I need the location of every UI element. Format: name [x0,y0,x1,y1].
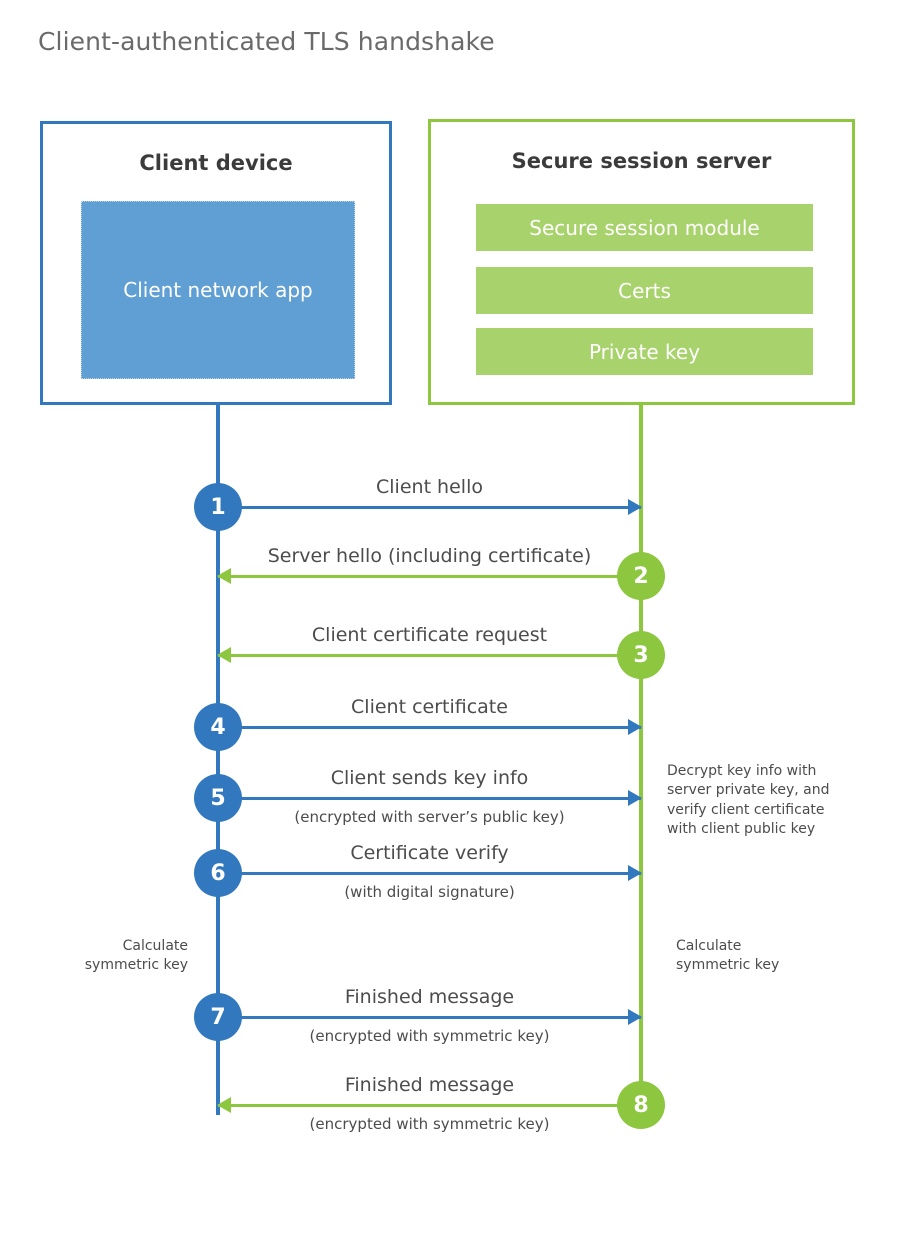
message-sublabel-7: (encrypted with symmetric key) [309,1027,550,1045]
secure-session-server-box: Secure session server Secure session mod… [428,119,855,405]
step-circle-8[interactable]: 8 [617,1081,665,1129]
server-component-certs: Certs [476,267,813,314]
arrow-head-left-2 [217,568,231,584]
client-device-box: Client device Client network app [40,121,392,405]
message-label-6: Certificate verify [350,842,509,864]
step-circle-1[interactable]: 1 [194,483,242,531]
note-server-decrypt-line1: Decrypt key info with [667,763,817,779]
arrow-head-left-8 [217,1097,231,1113]
message-label-8: Finished message [344,1074,515,1096]
arrow-head-right-1 [628,499,642,515]
step-circle-5[interactable]: 5 [194,774,242,822]
arrow-head-right-6 [628,865,642,881]
message-line-3 [218,654,641,657]
note-calculate-symmetric-key-client: Calculate symmetric key [40,937,188,976]
message-line-8 [218,1104,641,1107]
step-circle-6[interactable]: 6 [194,849,242,897]
arrow-head-right-4 [628,719,642,735]
arrow-head-left-3 [217,647,231,663]
message-label-5: Client sends key info [330,767,529,789]
note-server-decrypt-line3: verify client certificate [667,801,825,818]
step-circle-3[interactable]: 3 [617,631,665,679]
client-network-app-block: Client network app [81,201,355,379]
note-server-decrypt-line2: server private key, and [667,782,830,799]
message-label-7: Finished message [344,986,515,1008]
message-line-5 [218,797,641,800]
client-device-title: Client device [139,151,293,175]
note-calc-server-line2: symmetric key [676,957,780,974]
server-lifeline [639,405,643,1105]
step-circle-7[interactable]: 7 [194,993,242,1041]
message-line-2 [218,575,641,578]
message-label-3: Client certificate request [311,624,548,646]
step-circle-2[interactable]: 2 [617,552,665,600]
message-line-6 [218,872,641,875]
client-network-app-label: Client network app [123,277,313,304]
step-circle-4[interactable]: 4 [194,703,242,751]
client-app-label-line1: Client network [123,277,269,302]
page-title: Client-authenticated TLS handshake [38,27,495,56]
message-sublabel-5: (encrypted with server’s public key) [294,808,565,826]
note-server-decrypt: Decrypt key info with server private key… [667,762,847,839]
message-sublabel-6: (with digital signature) [344,883,515,901]
message-label-1: Client hello [376,476,483,498]
note-calc-client-line2: symmetric key [84,957,188,974]
note-calc-server-line1: Calculate [676,938,742,954]
arrow-head-right-5 [628,790,642,806]
arrow-head-right-7 [628,1009,642,1025]
message-label-2: Server hello (including certificate) [267,545,592,567]
note-calculate-symmetric-key-server: Calculate symmetric key [676,937,856,976]
message-line-4 [218,726,641,729]
server-component-secure-session-module: Secure session module [476,204,813,251]
message-label-4: Client certificate [351,696,508,718]
client-app-label-line2: app [275,277,313,302]
message-line-1 [218,506,641,509]
message-line-7 [218,1016,641,1019]
note-calc-client-line1: Calculate [122,938,188,954]
message-sublabel-8: (encrypted with symmetric key) [309,1115,550,1133]
client-lifeline [216,405,220,1115]
server-component-private-key: Private key [476,328,813,375]
note-server-decrypt-line4: with client public key [667,820,816,837]
secure-session-server-title: Secure session server [511,149,772,173]
